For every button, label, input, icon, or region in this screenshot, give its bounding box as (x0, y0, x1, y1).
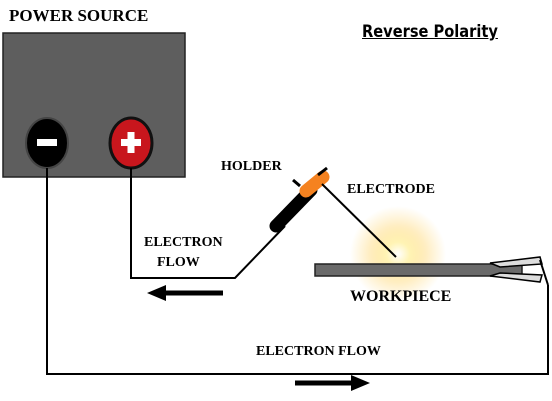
electron-flow-bottom-label: ELECTRON FLOW (256, 344, 381, 359)
electron-flow-top-label-line2: FLOW (157, 255, 200, 270)
power-source-label: POWER SOURCE (9, 6, 149, 25)
positive-terminal (108, 116, 154, 170)
arc-glow (350, 206, 446, 302)
ground-clamp (489, 256, 549, 286)
workpiece-label: WORKPIECE (350, 288, 452, 305)
negative-terminal (25, 117, 69, 169)
diagram-title: Reverse Polarity (362, 22, 498, 42)
holder-cable (130, 168, 286, 279)
electrode-rod (321, 183, 397, 258)
workpiece-plate (314, 263, 523, 277)
electrode-holder (269, 166, 330, 233)
electrode-label: ELECTRODE (347, 182, 435, 197)
electron-flow-arrow-left (147, 285, 223, 301)
electron-flow-top-label-line1: ELECTRON (144, 235, 223, 250)
electron-flow-arrow-right (295, 375, 370, 391)
ground-cable (46, 168, 549, 375)
holder-label: HOLDER (221, 159, 282, 174)
